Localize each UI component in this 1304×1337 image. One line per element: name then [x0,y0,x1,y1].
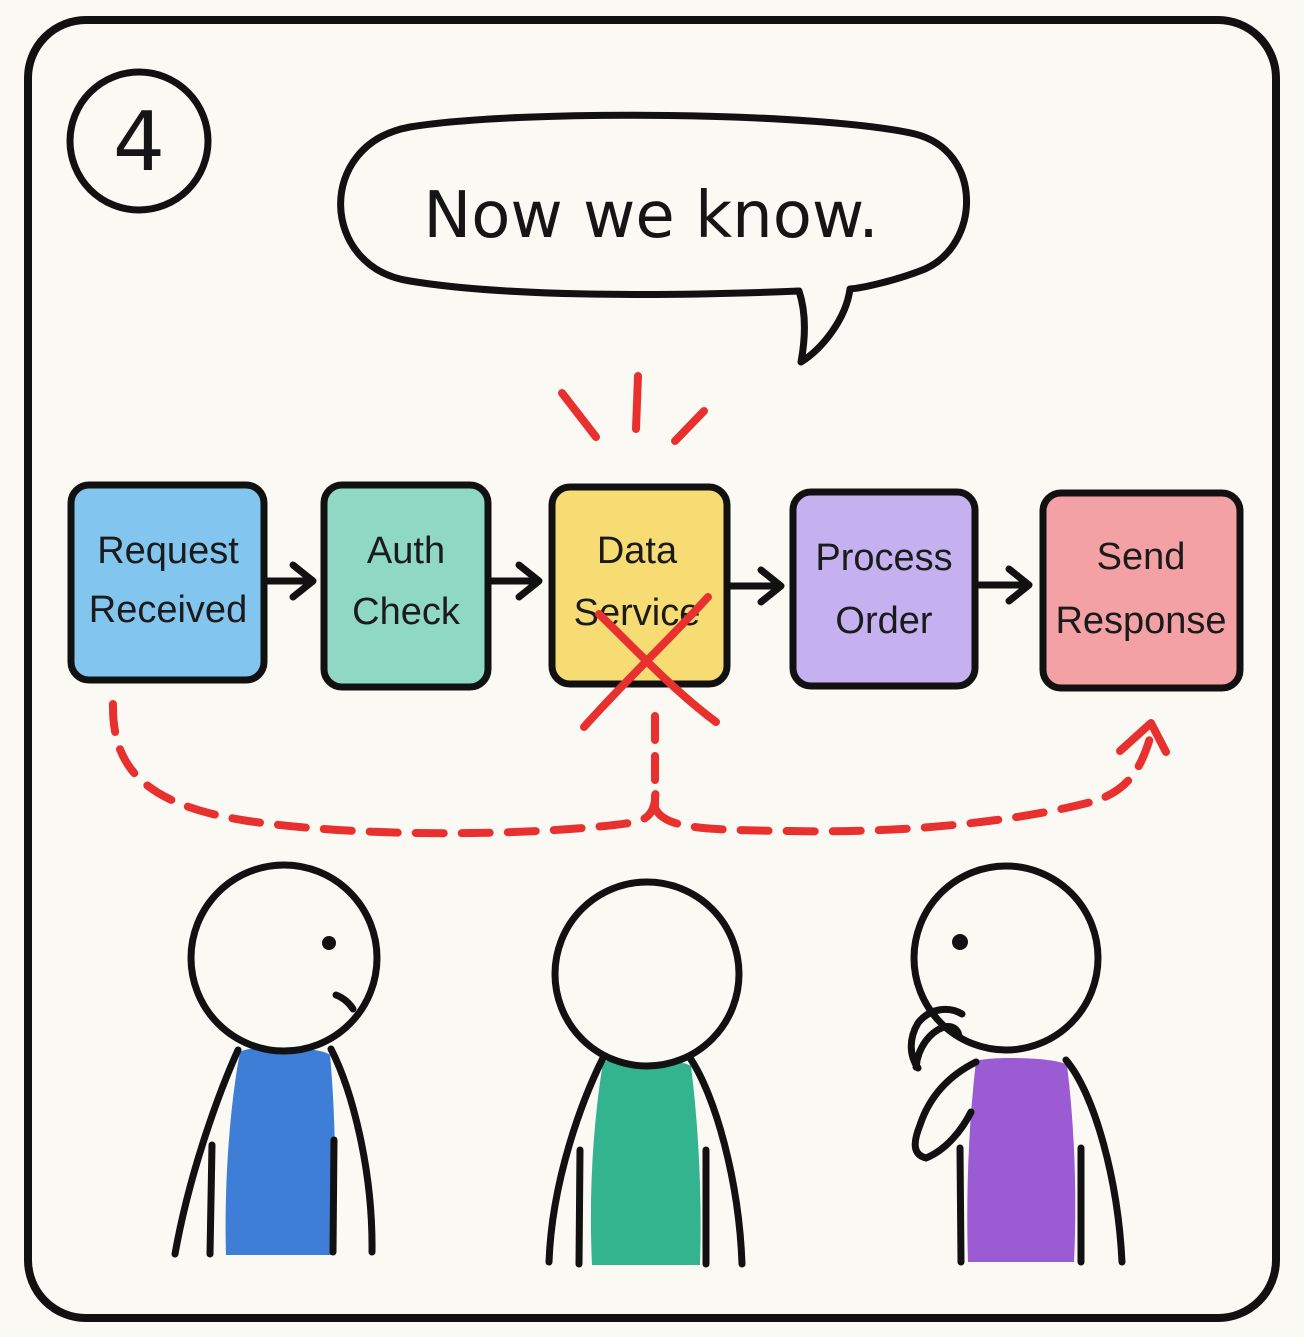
step-box [1039,489,1244,692]
bypass-path [108,700,1170,838]
step-request-received: Request Received [67,481,268,684]
step-box [320,481,492,691]
alert-marks [558,372,708,445]
step-process-order: Process Order [789,488,979,690]
eye [952,934,968,950]
arrow-right [486,561,543,601]
panel-number-badge: 4 [66,68,212,214]
shirt [967,1057,1076,1262]
step-box [67,481,268,684]
step-auth-check: Auth Check [320,481,492,691]
character-purple [907,862,1126,1266]
step-label-line1: Auth [367,530,445,572]
step-label-line2: Check [352,591,461,633]
eye [322,936,336,950]
arrow-right [725,566,785,606]
step-label-line1: Request [97,530,239,572]
step-label-line2: Order [835,600,932,642]
character-blue [171,861,381,1258]
shirt [590,1058,701,1265]
shirt [225,1047,336,1255]
step-label-line1: Send [1097,536,1186,578]
step-label-line2: Received [89,589,247,631]
step-send-response: Send Response [1039,489,1244,692]
step-label-line2: Response [1055,600,1226,642]
arrow-right [262,561,317,601]
step-label-line1: Data [597,530,678,572]
head [551,878,743,1070]
pipeline: Request Received Auth Check [67,481,1244,731]
arrow-right [973,565,1033,605]
step-box [789,488,979,690]
step-label-line1: Process [815,537,952,579]
speech-text: Now we know. [423,179,878,253]
head [910,862,1102,1054]
head [187,861,381,1055]
panel-number: 4 [113,95,165,190]
step-data-service: Data Service [548,483,731,731]
character-green [545,878,746,1268]
speech-bubble: Now we know. [337,111,970,366]
failure-x-icon [580,593,720,731]
